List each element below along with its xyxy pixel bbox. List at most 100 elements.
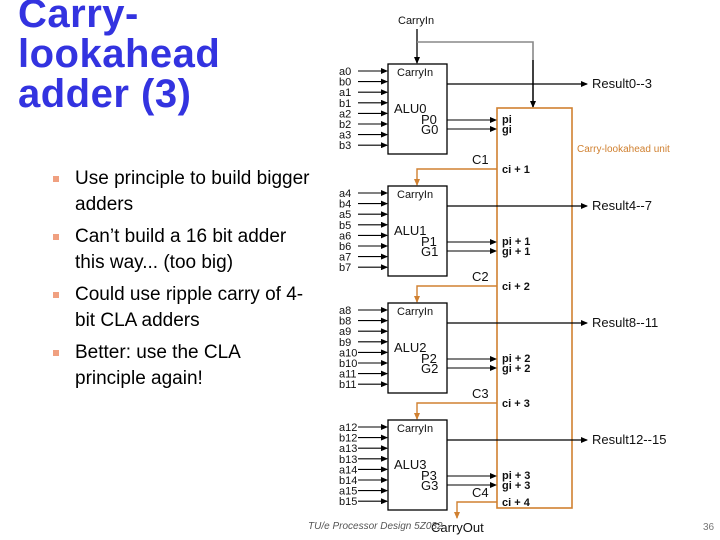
carry-label: C1 <box>472 152 489 167</box>
alu-input-label: b14 <box>339 475 357 487</box>
cla-pi-label: pi + 1 <box>502 236 530 248</box>
alu-input-label: a1 <box>339 87 351 99</box>
alu-input-label: b3 <box>339 140 351 152</box>
result-label: Result0--3 <box>592 76 652 91</box>
result-label: Result12--15 <box>592 432 666 447</box>
alu-input-label: a11 <box>339 369 357 381</box>
top-carry-in-label: CarryIn <box>398 15 434 27</box>
carry-label: C3 <box>472 386 489 401</box>
slide-footer: TU/e Processor Design 5Z032 <box>308 521 443 532</box>
cla-ci-label: ci + 2 <box>502 281 530 293</box>
bullet-item: Can’t build a 16 bit adder this way... (… <box>50 224 310 276</box>
alu-g-label: G1 <box>421 244 438 259</box>
alu-input-label: a0 <box>339 66 351 78</box>
page-number: 36 <box>703 522 715 533</box>
carry-label: C4 <box>472 485 489 500</box>
alu-name: ALU3 <box>394 457 427 472</box>
alu-input-label: b11 <box>339 379 357 391</box>
alu-input-label: b7 <box>339 262 351 274</box>
alu-carry-in-label: CarryIn <box>397 306 433 318</box>
alu-box <box>387 302 448 394</box>
alu-input-label: b15 <box>339 496 357 508</box>
carry-out-wire <box>454 501 497 519</box>
bullet-square-icon <box>53 292 59 298</box>
alu-input-label: b9 <box>339 337 351 349</box>
title-line: lookahead <box>18 32 221 76</box>
carry-wire <box>414 402 497 420</box>
carry-out-label: CarryOut <box>431 520 484 535</box>
alu-input-label: b1 <box>339 98 351 110</box>
alu-input-label: a8 <box>339 305 351 317</box>
bullet-square-icon <box>53 234 59 240</box>
alu-input-label: a12 <box>339 422 357 434</box>
carry-lookahead-unit <box>496 107 573 509</box>
cla-pi-label: pi + 3 <box>502 470 530 482</box>
alu-input-label: b10 <box>339 358 357 370</box>
alu-p-label: P0 <box>421 112 437 127</box>
title-line: Carry- <box>18 0 139 36</box>
cla-gi-label: gi + 1 <box>502 246 530 258</box>
alu-input-label: a15 <box>339 486 357 498</box>
alu-p-label: P1 <box>421 234 437 249</box>
cla-pi-label: pi + 2 <box>502 353 530 365</box>
carry-wire <box>414 168 497 186</box>
alu-p-label: P3 <box>421 468 437 483</box>
cla-gi-label: gi + 2 <box>502 363 530 375</box>
alu-input-label: b5 <box>339 220 351 232</box>
alu-box <box>387 419 448 511</box>
alu-name: ALU0 <box>394 101 427 116</box>
alu-input-label: a7 <box>339 252 351 264</box>
alu-carry-in-label: CarryIn <box>397 423 433 435</box>
alu-g-label: G2 <box>421 361 438 376</box>
alu-box <box>387 185 448 277</box>
alu-name: ALU2 <box>394 340 427 355</box>
bullet-item: Better: use the CLA principle again! <box>50 340 310 392</box>
bullet-square-icon <box>53 176 59 182</box>
cla-pi-label: pi <box>502 114 512 126</box>
alu-input-label: b6 <box>339 241 351 253</box>
alu-input-label: a9 <box>339 326 351 338</box>
slide-title: Carry- lookahead adder (3) <box>18 0 220 114</box>
alu-g-label: G0 <box>421 122 438 137</box>
alu-carry-in-label: CarryIn <box>397 189 433 201</box>
bullet-list: Use principle to build bigger adders Can… <box>50 166 310 398</box>
cla-ci-label: ci + 3 <box>502 398 530 410</box>
result-label: Result4--7 <box>592 198 652 213</box>
cla-unit-label: Carry-lookahead unit <box>577 144 670 155</box>
alu-p-label: P2 <box>421 351 437 366</box>
result-label: Result8--11 <box>592 315 658 330</box>
cla-gi-label: gi + 3 <box>502 480 530 492</box>
alu-input-label: b12 <box>339 433 357 445</box>
alu-input-label: a13 <box>339 443 357 455</box>
bullet-text: Can’t build a 16 bit adder this way... (… <box>75 226 287 273</box>
alu-input-label: b4 <box>339 199 351 211</box>
bullet-item: Could use ripple carry of 4-bit CLA adde… <box>50 282 310 334</box>
bullet-text: Could use ripple carry of 4-bit CLA adde… <box>75 284 304 331</box>
cla-ci-label: ci + 1 <box>502 164 530 176</box>
alu-input-label: a4 <box>339 188 351 200</box>
alu-name: ALU1 <box>394 223 427 238</box>
cla-ci-label: ci + 4 <box>502 497 531 509</box>
alu-input-label: b2 <box>339 119 351 131</box>
alu-input-label: a14 <box>339 464 357 476</box>
alu-g-label: G3 <box>421 478 438 493</box>
alu-input-label: a2 <box>339 108 351 120</box>
bullet-text: Better: use the CLA principle again! <box>75 342 240 389</box>
alu-input-label: a10 <box>339 347 357 359</box>
carry-wire <box>414 285 497 303</box>
alu-input-label: b8 <box>339 316 351 328</box>
alu-carry-in-label: CarryIn <box>397 67 433 79</box>
alu-input-label: b13 <box>339 454 357 466</box>
carry-label: C2 <box>472 269 489 284</box>
bullet-item: Use principle to build bigger adders <box>50 166 310 218</box>
bullet-square-icon <box>53 350 59 356</box>
alu-input-label: a5 <box>339 209 351 221</box>
alu-input-label: b0 <box>339 77 351 89</box>
alu-box <box>387 63 448 155</box>
bullet-text: Use principle to build bigger adders <box>75 168 310 215</box>
alu-input-label: a3 <box>339 130 351 142</box>
cla-gi-label: gi <box>502 124 512 136</box>
alu-input-label: a6 <box>339 230 351 242</box>
title-line: adder (3) <box>18 72 192 116</box>
